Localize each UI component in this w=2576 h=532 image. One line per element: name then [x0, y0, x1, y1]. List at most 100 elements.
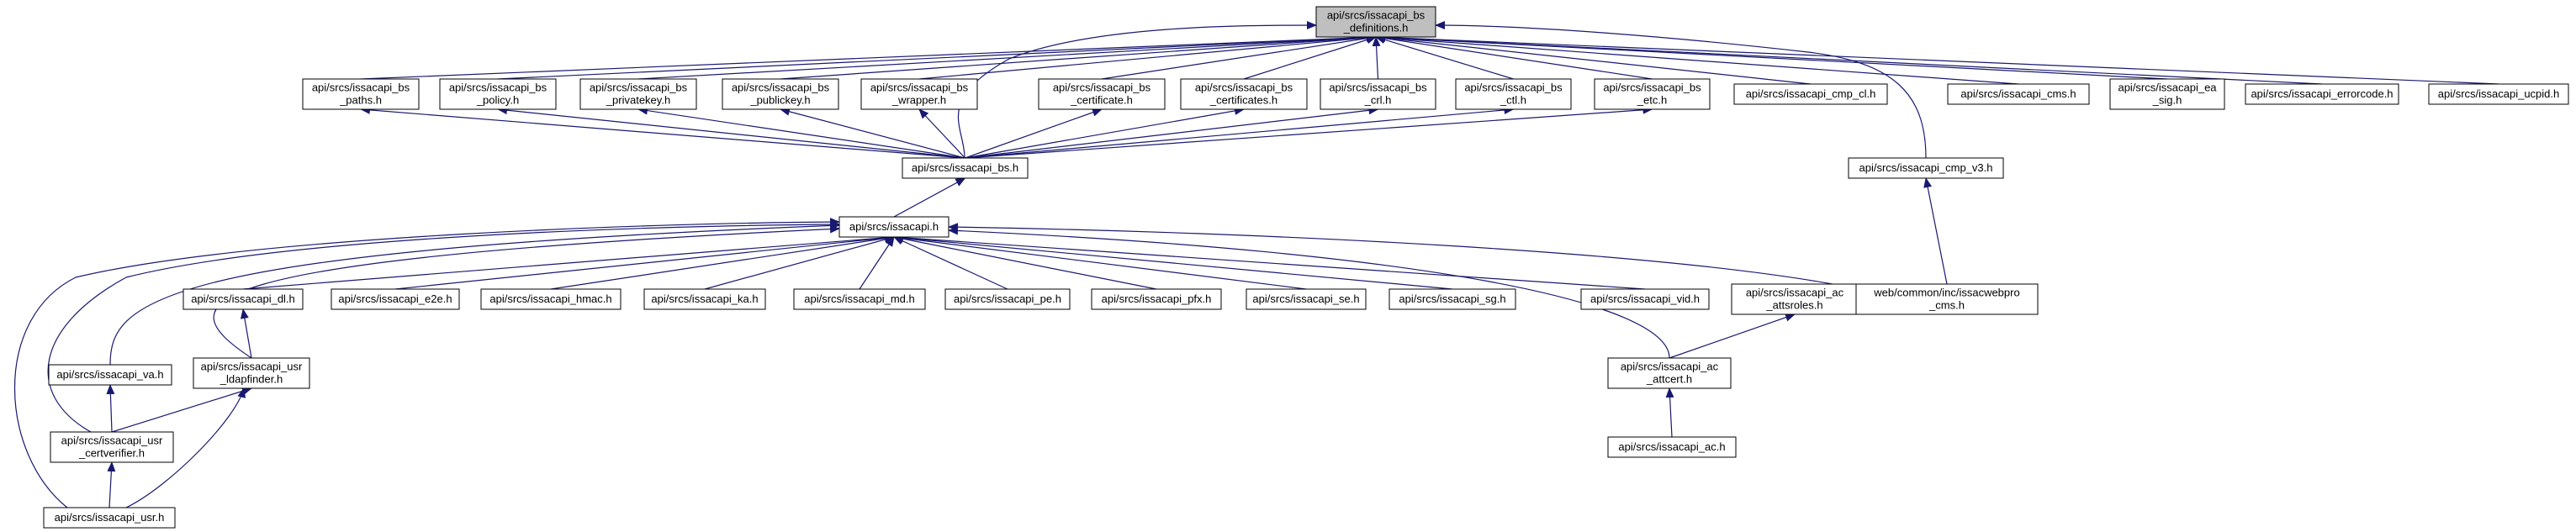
node-cms[interactable]: api/srcs/issacapi_cms.h [1947, 83, 2090, 105]
node-privatekey[interactable]: api/srcs/issacapi_bs_privatekey.h [579, 78, 697, 110]
node-pe[interactable]: api/srcs/issacapi_pe.h [944, 288, 1071, 310]
node-se[interactable]: api/srcs/issacapi_se.h [1246, 288, 1367, 310]
node-md[interactable]: api/srcs/issacapi_md.h [793, 288, 926, 310]
node-sg[interactable]: api/srcs/issacapi_sg.h [1389, 288, 1516, 310]
node-certificate[interactable]: api/srcs/issacapi_bs_certificate.h [1038, 78, 1166, 110]
node-box [579, 78, 697, 110]
edge-md-to-issacapi [859, 236, 895, 290]
edge-line [1665, 387, 1674, 438]
node-hmac[interactable]: api/srcs/issacapi_hmac.h [480, 288, 622, 310]
node-box [1180, 78, 1308, 110]
node-label-line: _attsroles.h [1765, 299, 1822, 312]
edge-pfx-to-issacapi [893, 234, 1157, 290]
edge-e2e-to-issacapi [394, 234, 895, 290]
node-label-line: api/srcs/issacapi_ac [1621, 361, 1719, 373]
edge-cmp_v3-to-defs [1435, 21, 1927, 159]
edge-line [107, 461, 116, 508]
node-label-line: api/srcs/issacapi_cms.h [1960, 87, 2076, 100]
node-certificates[interactable]: api/srcs/issacapi_bs_certificates.h [1180, 78, 1308, 110]
node-box [1607, 357, 1732, 389]
node-cmp-v3[interactable]: api/srcs/issacapi_cmp_v3.h [1848, 157, 2004, 179]
node-label-line: _paths.h [339, 94, 382, 107]
edge-line [893, 177, 966, 218]
node-box [838, 216, 949, 238]
node-usr-ldap[interactable]: api/srcs/issacapi_usr_ldapfinder.h [193, 357, 310, 389]
edge-sg-to-issacapi [893, 234, 1453, 290]
node-box [643, 288, 766, 310]
node-publickey[interactable]: api/srcs/issacapi_bs_publickey.h [722, 78, 839, 110]
node-wrapper[interactable]: api/srcs/issacapi_bs_wrapper.h [860, 78, 978, 110]
node-box [722, 78, 839, 110]
node-etc[interactable]: api/srcs/issacapi_bs_etc.h [1594, 78, 1711, 110]
node-box [1315, 6, 1436, 38]
node-errorcode[interactable]: api/srcs/issacapi_errorcode.h [2245, 83, 2399, 105]
node-bs[interactable]: api/srcs/issacapi_bs.h [902, 157, 1029, 179]
node-box [2245, 83, 2399, 105]
node-ctl[interactable]: api/srcs/issacapi_bs_ctl.h [1455, 78, 1572, 110]
node-usr-cert[interactable]: api/srcs/issacapi_usr_certverifier.h [50, 431, 174, 463]
node-box [1455, 78, 1572, 110]
node-defs[interactable]: api/srcs/issacapi_bs_definitions.h [1315, 6, 1436, 38]
node-ac-attcert[interactable]: api/srcs/issacapi_ac_attcert.h [1607, 357, 1732, 389]
edge-line [893, 233, 1646, 290]
node-pfx[interactable]: api/srcs/issacapi_pfx.h [1091, 288, 1222, 310]
node-label-line: api/srcs/issacapi_e2e.h [338, 292, 452, 305]
edge-line [1375, 33, 2323, 85]
node-label-line: api/srcs/issacapi_pe.h [954, 292, 1061, 305]
node-usr[interactable]: api/srcs/issacapi_usr.h [43, 507, 176, 529]
node-label-line: _ldapfinder.h [220, 373, 283, 386]
node-label-line: api/srcs/issacapi_usr.h [55, 511, 165, 524]
edge-publickey-to-defs [780, 33, 1377, 80]
node-box [1594, 78, 1711, 110]
node-label-line: _crl.h [1364, 94, 1392, 107]
edge-ac-to-ac_attcert [1665, 387, 1674, 438]
edge-va-to-issacapi [109, 221, 840, 366]
node-cmp-cl[interactable]: api/srcs/issacapi_cmp_cl.h [1733, 83, 1888, 105]
node-box [2428, 83, 2569, 105]
node-ka[interactable]: api/srcs/issacapi_ka.h [643, 288, 766, 310]
node-label-line: api/srcs/issacapi_usr [201, 361, 303, 373]
edge-ctl-to-defs [1375, 35, 1514, 80]
node-label-line: api/srcs/issacapi_vid.h [1590, 292, 1700, 305]
edge-line [1375, 35, 1514, 80]
node-box [1855, 283, 2039, 315]
edge-usr-to-usr_ldap [125, 387, 246, 508]
node-dl[interactable]: api/srcs/issacapi_dl.h [182, 288, 304, 310]
edge-line [213, 224, 840, 359]
edge-line [780, 33, 1377, 80]
node-box [48, 364, 172, 386]
edge-bs-to-wrapper [918, 108, 965, 159]
node-policy[interactable]: api/srcs/issacapi_bs_policy.h [439, 78, 557, 110]
node-paths[interactable]: api/srcs/issacapi_bs_paths.h [302, 78, 420, 110]
node-label-line: _definitions.h [1343, 22, 1409, 34]
edge-line [948, 223, 1859, 290]
node-label-line: web/common/inc/issacwebpro [1873, 287, 2019, 299]
node-ucpid[interactable]: api/srcs/issacapi_ucpid.h [2428, 83, 2569, 105]
edge-line [637, 106, 965, 159]
node-label-line: api/srcs/issacapi_cmp_v3.h [1859, 161, 1993, 174]
edges-layer [13, 21, 2499, 508]
edge-line [1372, 36, 1381, 80]
edge-cms-to-defs [1375, 33, 2019, 85]
node-ac[interactable]: api/srcs/issacapi_ac.h [1607, 436, 1737, 458]
node-box [1848, 157, 2004, 179]
node-crl[interactable]: api/srcs/issacapi_bs_crl.h [1320, 78, 1436, 110]
edge-privatekey-to-defs [637, 33, 1377, 80]
node-label-line: api/srcs/issacapi_bs [449, 82, 547, 94]
node-issacapi[interactable]: api/srcs/issacapi.h [838, 216, 949, 238]
edge-bs-to-policy [497, 106, 965, 159]
node-box [902, 157, 1029, 179]
edge-paths-to-defs [360, 33, 1377, 80]
edge-line [125, 387, 246, 508]
node-ea-sig[interactable]: api/srcs/issacapi_ea_sig.h [2109, 78, 2225, 110]
node-box [793, 288, 926, 310]
edge-line [1375, 34, 1812, 85]
node-va[interactable]: api/srcs/issacapi_va.h [48, 364, 172, 386]
node-webpro-cms[interactable]: web/common/inc/issacwebpro_cms.h [1855, 283, 2039, 315]
node-vid[interactable]: api/srcs/issacapi_vid.h [1580, 288, 1710, 310]
node-e2e[interactable]: api/srcs/issacapi_e2e.h [331, 288, 460, 310]
edge-bs-to-certificates [965, 106, 1245, 159]
edge-usr_ldap-to-dl [240, 308, 252, 359]
node-ac-attsroles[interactable]: api/srcs/issacapi_ac_attsroles.h [1731, 283, 1859, 315]
edge-line [1375, 34, 1653, 80]
